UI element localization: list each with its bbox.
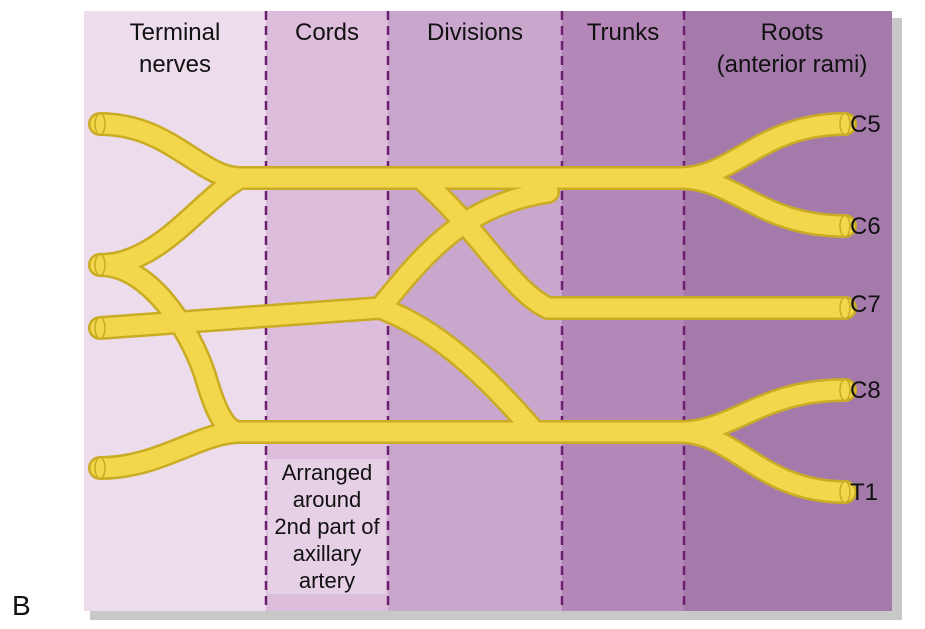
trunks-header: Trunks bbox=[586, 19, 660, 46]
root-c6 bbox=[670, 168, 855, 236]
figure-letter: B bbox=[12, 590, 31, 621]
posterior-cord bbox=[90, 298, 390, 338]
terminal-nerve-3 bbox=[90, 422, 250, 478]
nerve-cut-end bbox=[839, 296, 851, 320]
cords-header: Cords bbox=[294, 19, 360, 46]
root-label-t1: T1 bbox=[850, 479, 879, 506]
division-upper-to-posterior bbox=[370, 182, 558, 318]
nerve-cut-end bbox=[94, 112, 106, 136]
nerve-cut-end bbox=[839, 480, 851, 504]
terminal-nerve-2b bbox=[90, 255, 250, 442]
nerve-network bbox=[88, 112, 857, 504]
nerve-cut-end bbox=[839, 378, 851, 402]
root-label-c7: C7 bbox=[850, 291, 881, 318]
division-lower-to-posterior bbox=[370, 298, 545, 442]
nerve-cut-end bbox=[94, 456, 106, 480]
terminal-nerves-header: Terminal nerves bbox=[129, 19, 221, 78]
root-label-c5: C5 bbox=[850, 111, 881, 138]
root-label-c8: C8 bbox=[850, 377, 881, 404]
nerve-cut-end bbox=[94, 316, 106, 340]
nerve-cut-end bbox=[839, 214, 851, 238]
divisions-header: Divisions bbox=[426, 19, 524, 46]
roots-header: Roots (anterior rami) bbox=[716, 19, 868, 78]
root-label-c6: C6 bbox=[850, 213, 881, 240]
root-t1 bbox=[670, 422, 855, 502]
nerve-cut-end bbox=[94, 253, 106, 277]
division-upper-to-middle bbox=[410, 168, 558, 318]
cords-note: Arranged around 2nd part of axillary art… bbox=[268, 459, 386, 594]
nerve-cut-end bbox=[839, 112, 851, 136]
